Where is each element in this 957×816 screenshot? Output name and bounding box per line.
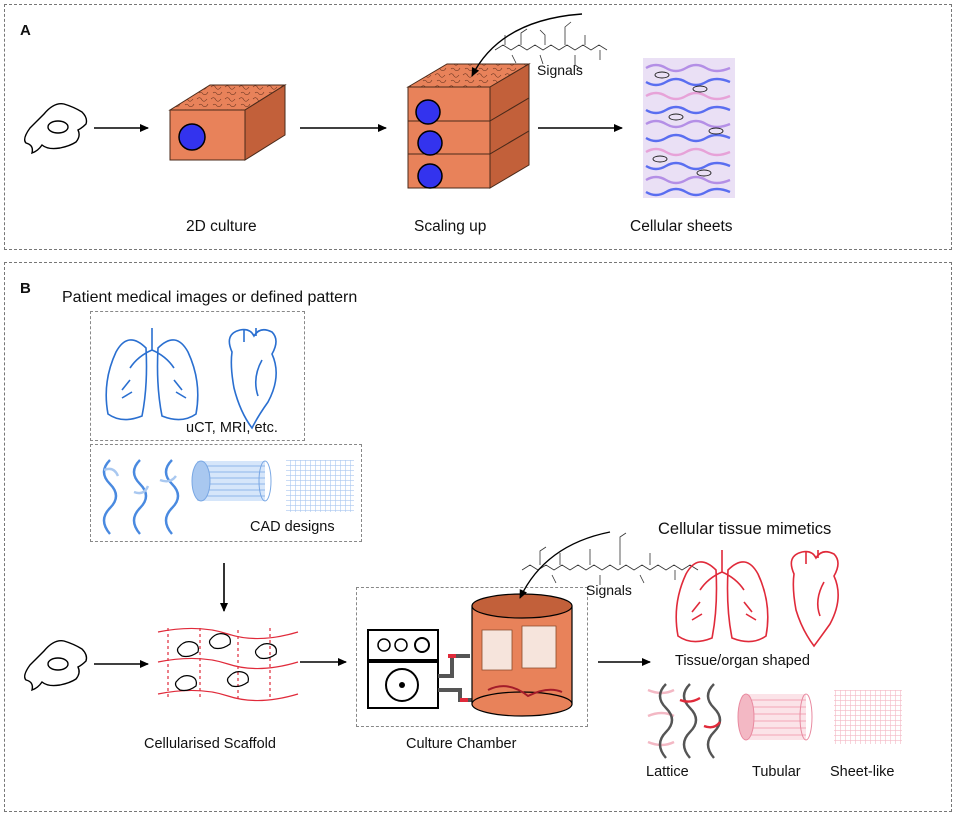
imaging-caption: uCT, MRI, etc. — [186, 420, 278, 436]
signal-arrow-a — [471, 13, 583, 77]
chamber-label: Culture Chamber — [406, 736, 517, 752]
scaffold-label: Cellularised Scaffold — [144, 736, 276, 752]
culture-vessel-icon — [471, 593, 573, 717]
organ-caption: Tissue/organ shaped — [675, 653, 810, 669]
cellular-sheet-icon — [643, 58, 735, 198]
shape-tubular-label: Tubular — [752, 764, 801, 780]
stem-cell-icon — [23, 103, 88, 155]
cad-designs-box — [90, 444, 362, 542]
signal-arrow-b — [519, 531, 611, 599]
step-cellular-sheets: Cellular sheets — [630, 218, 733, 235]
tubular-shape-icon — [737, 693, 813, 741]
signal-molecule-icon-b — [521, 532, 699, 585]
panel-a-letter: A — [20, 22, 31, 39]
signals-label-a: Signals — [537, 62, 583, 78]
culture-block-icon — [168, 84, 287, 161]
panel-b-letter: B — [20, 280, 31, 297]
cad-tube-icon — [191, 460, 272, 502]
shape-sheet-like-label: Sheet-like — [830, 764, 895, 780]
sheet-like-shape-icon — [834, 690, 902, 744]
medical-images-box — [90, 311, 305, 441]
signals-label-b: Signals — [586, 582, 632, 598]
lattice-shape-icon — [647, 683, 722, 759]
cellularised-scaffold-icon — [157, 627, 299, 702]
culture-chamber-box — [356, 587, 588, 727]
bioreactor-icon — [367, 629, 474, 709]
lungs-tissue-icon — [675, 550, 769, 643]
stem-cell-icon-b — [23, 640, 88, 692]
panel-b — [4, 262, 952, 812]
signal-molecule-icon — [494, 21, 608, 70]
panel-a — [4, 4, 952, 250]
cad-lattice-icon — [102, 459, 180, 535]
source-title: Patient medical images or defined patter… — [62, 289, 358, 306]
heart-image-icon — [228, 328, 277, 430]
heart-tissue-icon — [790, 550, 839, 648]
lungs-image-icon — [105, 328, 199, 421]
step-2d-culture: 2D culture — [186, 218, 257, 235]
scaled-stack-icon — [406, 63, 531, 189]
output-title: Cellular tissue mimetics — [658, 520, 832, 538]
shape-lattice-label: Lattice — [646, 764, 689, 780]
cad-caption: CAD designs — [250, 519, 335, 535]
cad-sheet-icon — [286, 460, 354, 512]
step-scaling-up: Scaling up — [414, 218, 487, 235]
